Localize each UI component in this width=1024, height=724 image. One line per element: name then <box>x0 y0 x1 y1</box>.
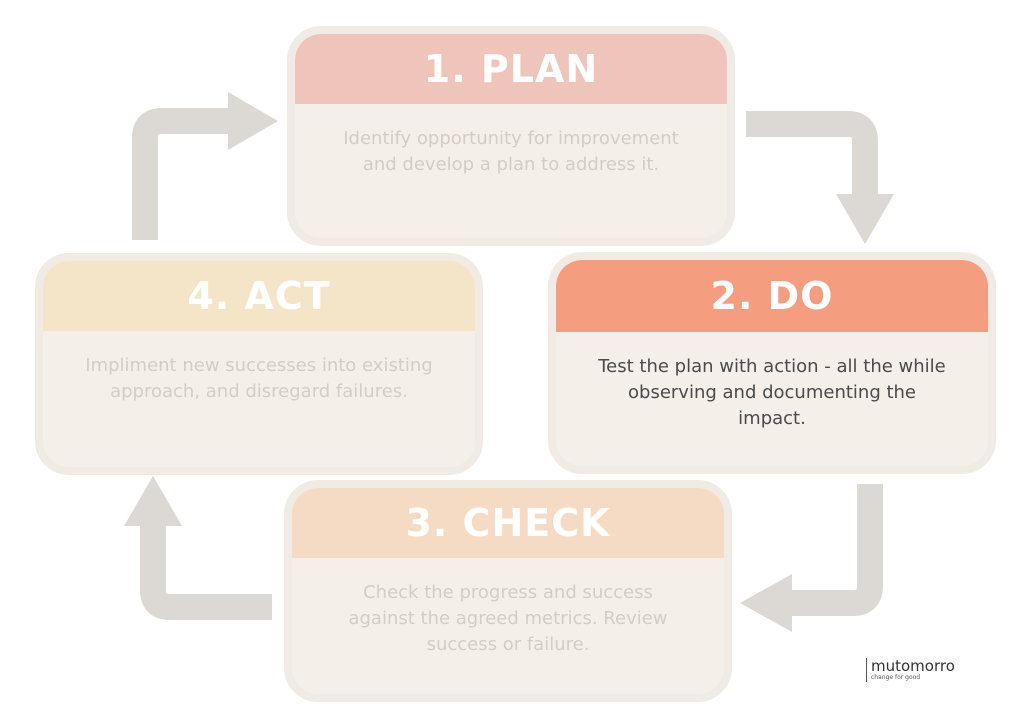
step-title-plan: 1. PLAN <box>295 34 727 104</box>
arrow-do-to-check <box>740 484 883 632</box>
step-card-check: 3. CHECK Check the progress and success … <box>284 480 732 702</box>
arrow-check-to-act <box>124 476 272 620</box>
brand-tagline: change for good <box>871 674 921 681</box>
step-card-plan: 1. PLAN Identify opportunity for improve… <box>287 26 735 246</box>
brand-logo: mutomorro change for good <box>866 658 955 682</box>
brand-name: mutomorro <box>871 657 955 675</box>
step-title-act: 4. ACT <box>43 261 475 331</box>
step-text-do: Test the plan with action - all the whil… <box>598 356 946 429</box>
step-text-check: Check the progress and success against t… <box>348 582 668 655</box>
step-text-plan: Identify opportunity for improvement and… <box>343 128 679 175</box>
arrow-plan-to-do <box>746 111 894 244</box>
step-title-check: 3. CHECK <box>292 488 724 558</box>
step-card-act: 4. ACT Impliment new successes into exis… <box>35 253 483 475</box>
step-text-act: Impliment new successes into existing ap… <box>85 355 433 402</box>
step-title-do: 2. DO <box>556 260 988 332</box>
arrow-act-to-plan <box>132 92 278 240</box>
step-card-do: 2. DO Test the plan with action - all th… <box>548 252 996 474</box>
